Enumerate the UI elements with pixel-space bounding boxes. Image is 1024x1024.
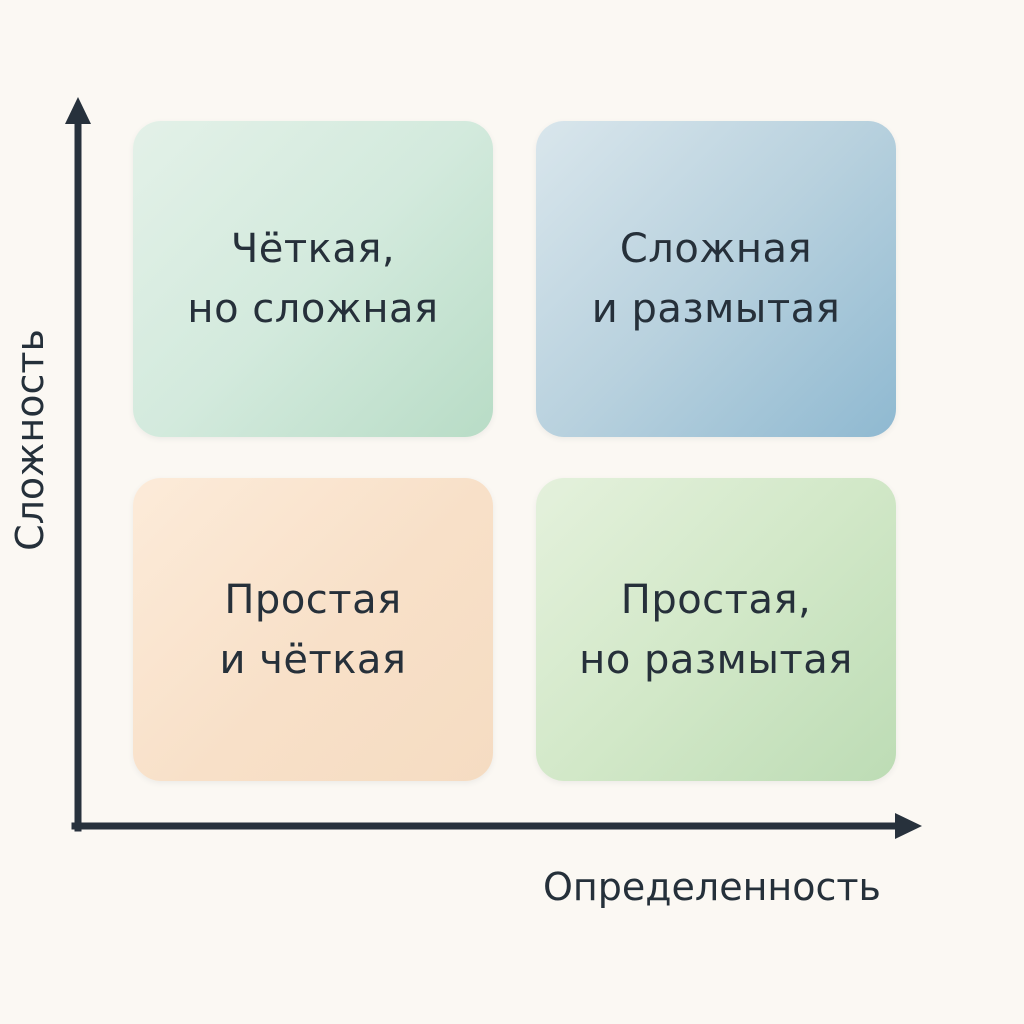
y-axis-arrowhead-icon xyxy=(65,97,91,124)
x-axis-label: Определенность xyxy=(543,865,881,909)
quadrant-line-1: Простая xyxy=(224,576,402,623)
x-axis-arrowhead-icon xyxy=(895,813,922,839)
quadrant-line-2: и чёткая xyxy=(219,636,407,683)
quadrant-line-2: но сложная xyxy=(187,286,439,332)
quadrant-line-1: Сложная xyxy=(619,226,813,272)
quadrant-line-2: но размытая xyxy=(579,636,853,683)
quadrant-clear-but-complex: Чёткая, но сложная xyxy=(133,121,493,437)
quadrant-simple-but-vague: Простая, но размытая xyxy=(536,478,896,781)
quadrant-line-2: и размытая xyxy=(591,286,841,332)
quadrant-text: Чёткая, но сложная xyxy=(187,219,438,339)
quadrant-simple-and-clear: Простая и чёткая xyxy=(133,478,493,781)
quadrant-line-1: Чёткая, xyxy=(230,226,396,272)
quadrant-line-1: Простая, xyxy=(620,576,812,623)
quadrant-text: Простая и чёткая xyxy=(220,570,407,690)
y-axis-label: Сложность xyxy=(8,329,52,551)
quadrant-text: Простая, но размытая xyxy=(579,570,853,690)
quadrant-text: Сложная и размытая xyxy=(592,219,841,339)
quadrant-complex-and-vague: Сложная и размытая xyxy=(536,121,896,437)
